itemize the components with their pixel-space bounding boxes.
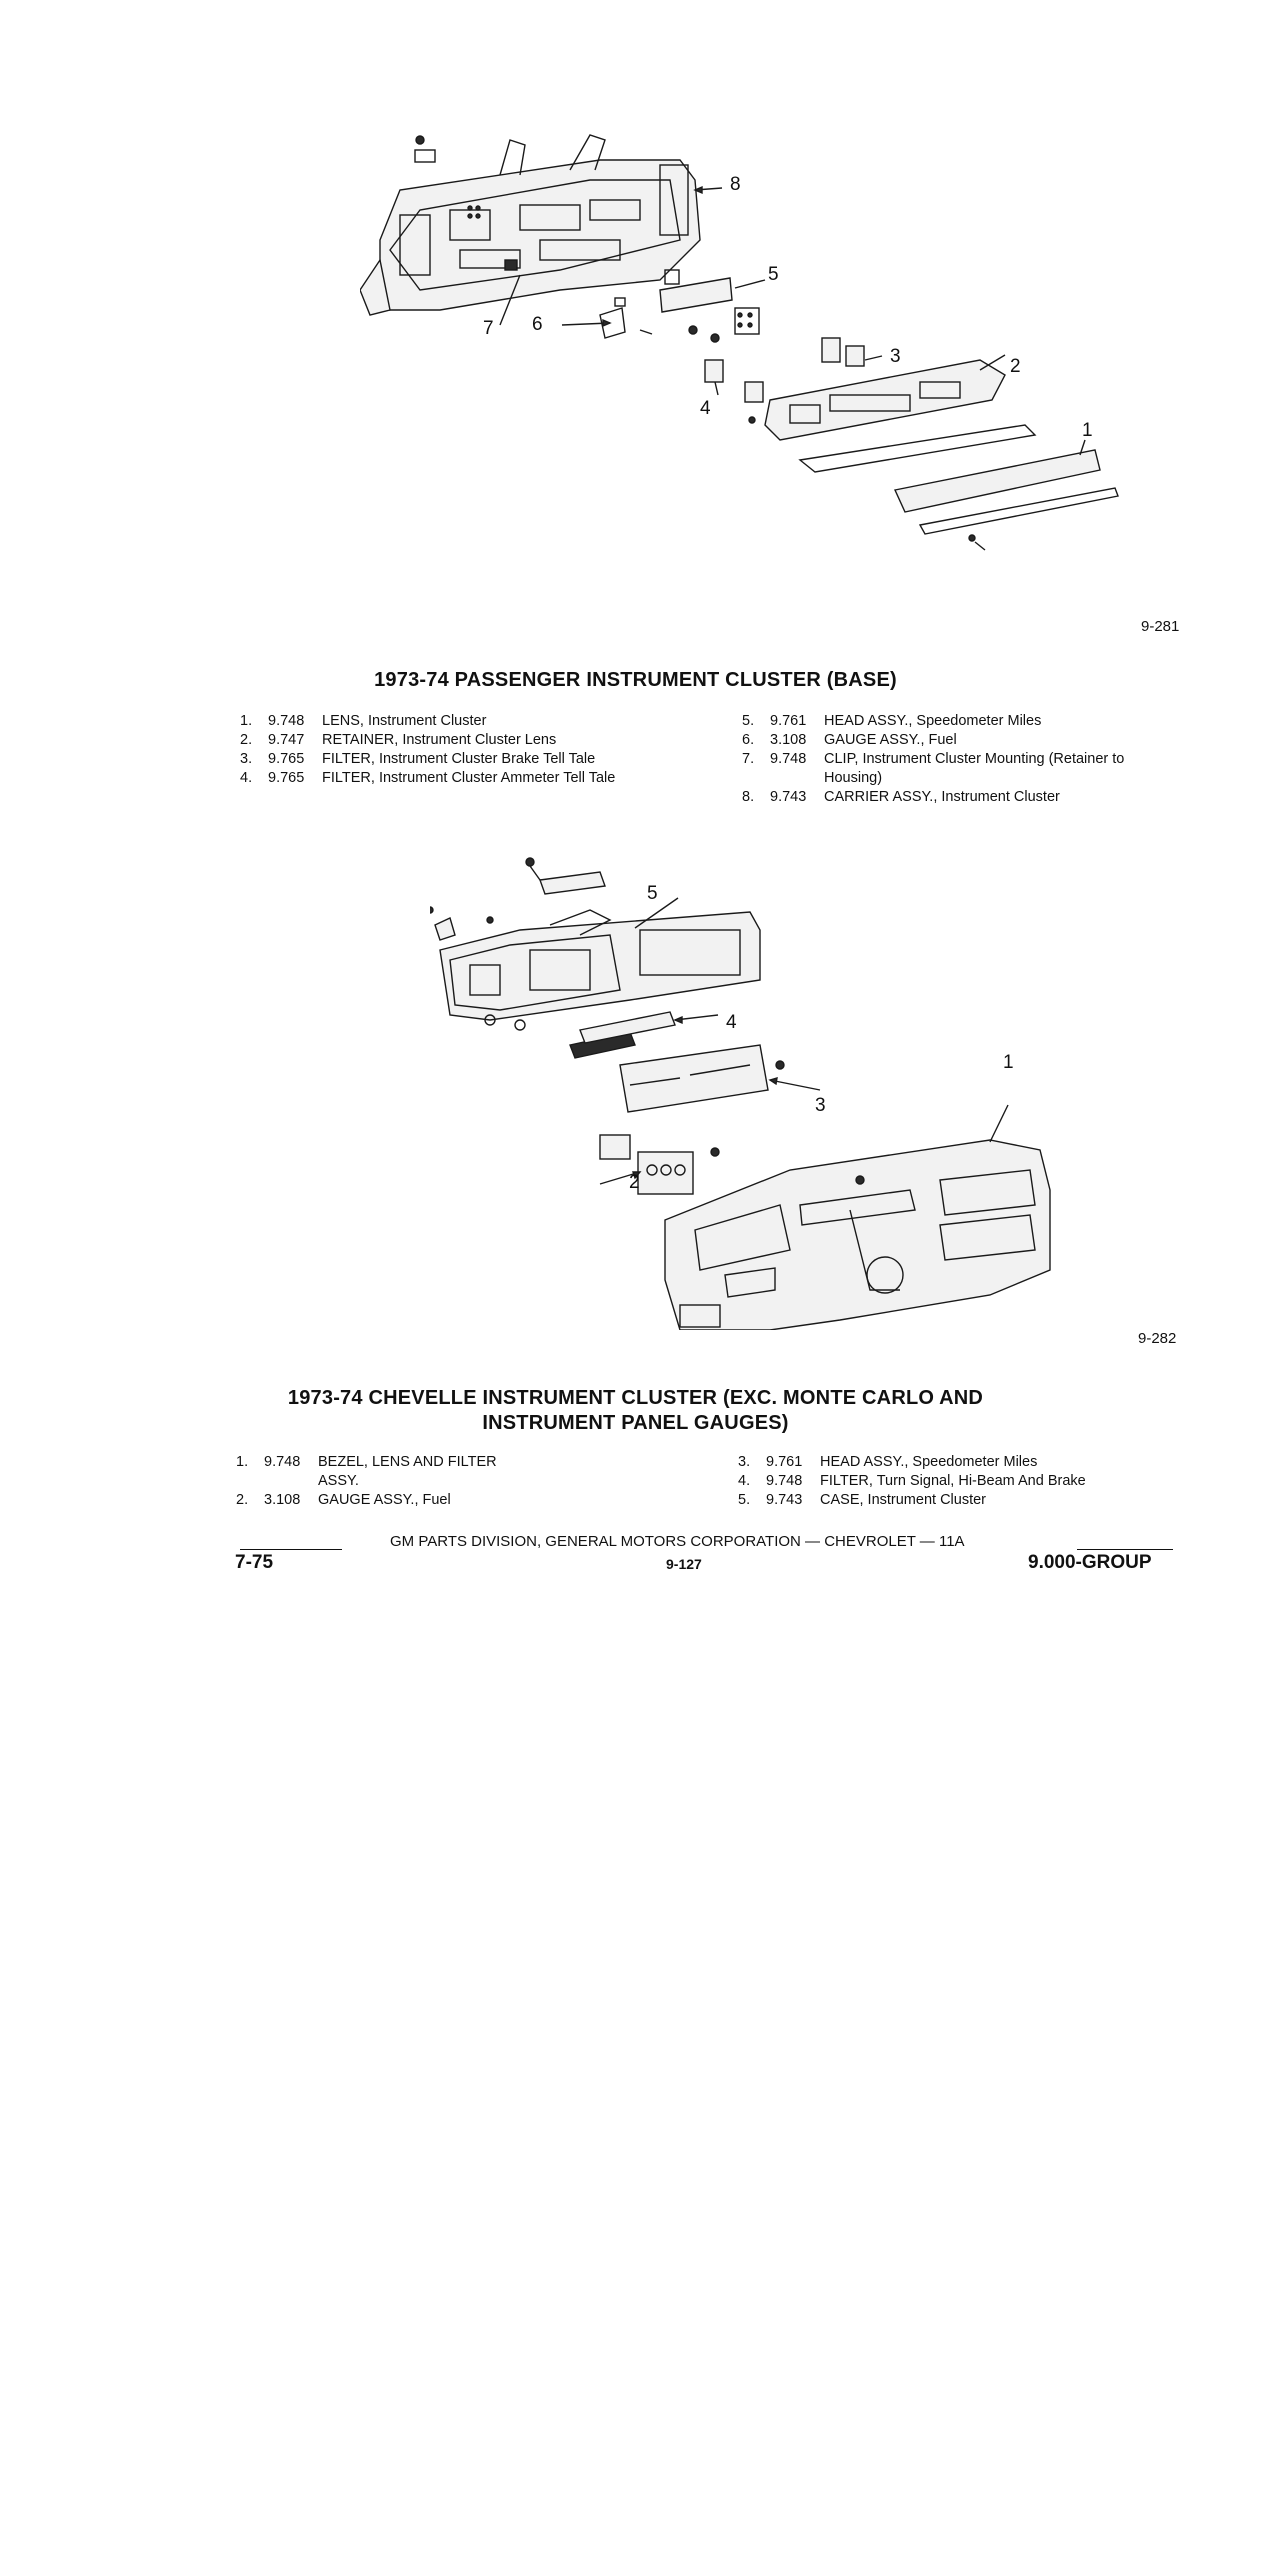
fig1-callout-8: 8: [730, 174, 741, 195]
footer-page-number: 9-127: [666, 1556, 702, 1572]
fig1-callout-6: 6: [532, 314, 543, 335]
footer-group: 9.000-GROUP: [1028, 1552, 1152, 1573]
footer-publisher: GM PARTS DIVISION, GENERAL MOTORS CORPOR…: [390, 1533, 965, 1550]
fig2-callout-3: 3: [815, 1095, 826, 1116]
fig1-callout-1: 1: [1082, 420, 1093, 441]
fig1-callout-2: 2: [1010, 356, 1021, 377]
fig1-title: 1973-74 PASSENGER INSTRUMENT CLUSTER (BA…: [374, 669, 897, 691]
fig2-callout-4: 4: [726, 1012, 737, 1033]
figure-2-drawing: [430, 857, 1051, 1330]
fig2-callout-2: 2: [629, 1172, 640, 1193]
fig1-callout-5: 5: [768, 264, 779, 285]
figure-1-drawing: [360, 134, 1119, 551]
fig1-callout-3: 3: [890, 346, 901, 367]
footer-date: 7-75: [235, 1552, 274, 1573]
fig1-reference-number: 9-281: [1141, 618, 1180, 635]
fig2-reference-number: 9-282: [1138, 1330, 1177, 1347]
footer-rule-left: [240, 1549, 342, 1550]
fig1-callout-4: 4: [700, 398, 711, 419]
fig2-callout-5: 5: [647, 883, 658, 904]
fig2-title-line-2: INSTRUMENT PANEL GAUGES): [482, 1412, 789, 1434]
fig1-callout-7: 7: [483, 318, 494, 339]
fig2-title-line-1: 1973-74 CHEVELLE INSTRUMENT CLUSTER (EXC…: [287, 1387, 984, 1409]
footer-rule-right: [1077, 1549, 1173, 1550]
fig2-callout-1: 1: [1003, 1052, 1014, 1073]
